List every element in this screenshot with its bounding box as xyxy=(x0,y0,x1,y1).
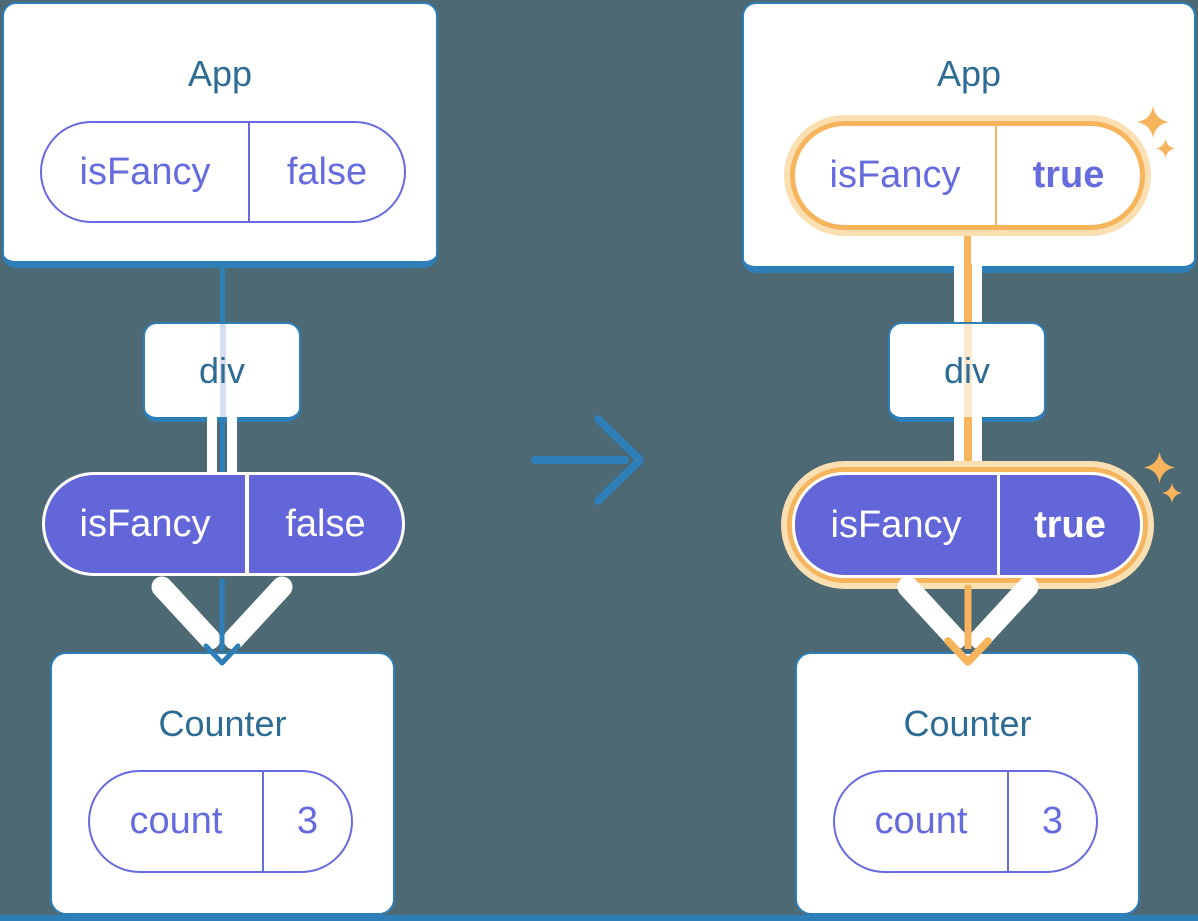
state-value-cell: 3 xyxy=(296,800,319,842)
sparkle-icon xyxy=(1136,105,1170,139)
sparkle-icon xyxy=(1143,451,1176,484)
app-card-before: App isFancy false xyxy=(2,2,438,268)
app-card-after: App isFancy true xyxy=(742,2,1196,277)
sparkle-icon xyxy=(1155,138,1176,159)
counter-card-after: Counter count 3 xyxy=(795,652,1140,915)
div-card-after: div xyxy=(888,322,1046,422)
component-title: App xyxy=(936,53,1002,94)
counter-card-before: Counter count 3 xyxy=(50,652,395,915)
state-value-cell: 3 xyxy=(1041,800,1064,842)
prop-pill-passed-before: isFancy false xyxy=(42,472,405,576)
prop-pill-app-before: isFancy false xyxy=(40,121,406,223)
div-card-before: div xyxy=(143,322,301,422)
prop-flow-arrow xyxy=(151,576,293,666)
component-title: Counter xyxy=(158,703,287,744)
tree-edge xyxy=(219,266,225,325)
pill-divider xyxy=(997,475,1000,575)
prop-flow-line xyxy=(964,236,971,277)
component-title: Counter xyxy=(903,703,1032,744)
prop-pill-passed-after: isFancy true xyxy=(787,467,1148,583)
prop-value-cell: false xyxy=(285,502,366,545)
transition-arrow-icon xyxy=(531,415,644,505)
prop-name-cell: isFancy xyxy=(829,154,961,196)
prop-value-cell: true xyxy=(1034,503,1106,546)
component-title: App xyxy=(187,53,253,94)
prop-value-cell: false xyxy=(286,150,368,193)
chevron-down-icon xyxy=(944,637,992,666)
prop-name-cell: isFancy xyxy=(79,502,211,545)
faded-flow-line xyxy=(220,324,226,417)
prop-name-cell: isFancy xyxy=(830,503,962,546)
pill-divider xyxy=(262,772,264,871)
component-title: div xyxy=(198,349,246,391)
pill-divider xyxy=(1007,772,1009,871)
prop-value-cell: true xyxy=(1032,154,1105,196)
pill-divider xyxy=(248,123,250,221)
ground-line xyxy=(0,915,1198,921)
state-name-cell: count xyxy=(874,800,968,842)
state-pill-before: count 3 xyxy=(88,770,353,873)
prop-pill-app-after: isFancy true xyxy=(790,121,1145,230)
state-pill-after: count 3 xyxy=(833,770,1098,873)
prop-flow-arrow xyxy=(897,576,1039,666)
prop-name-cell: isFancy xyxy=(79,150,211,193)
component-title: div xyxy=(943,349,991,391)
faded-flow-line xyxy=(964,324,972,417)
sparkle-icon xyxy=(1161,482,1183,504)
state-name-cell: count xyxy=(129,800,223,842)
chevron-down-icon xyxy=(203,643,241,666)
pill-divider xyxy=(245,475,249,573)
pill-divider xyxy=(995,126,997,225)
